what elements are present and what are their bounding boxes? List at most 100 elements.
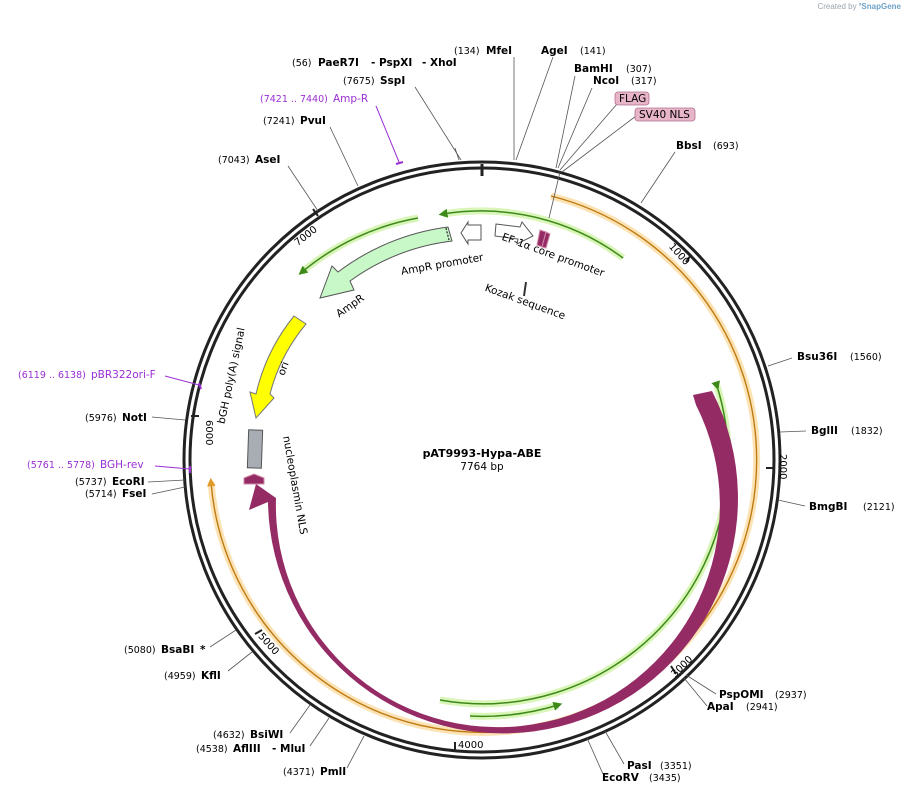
site-bmgbi-name: BmgBI xyxy=(809,501,847,513)
site-pspomi-pos: (2937) xyxy=(775,690,807,701)
site-pmli-pos: (4371) xyxy=(283,767,315,778)
site-leaders xyxy=(147,56,807,775)
site-asei-name: AseI xyxy=(255,154,280,166)
site-ecori-name: EcoRI xyxy=(112,476,145,488)
ampr-label: AmpR xyxy=(334,292,367,320)
leader-asei xyxy=(287,165,319,212)
primer-bgh-rev-range: (5761 .. 5778) xyxy=(27,460,95,471)
green-arc-top-line xyxy=(438,208,624,259)
site-bbsi-pos: (693) xyxy=(713,141,739,152)
flag-box xyxy=(614,91,650,106)
site-fsei-name: FseI xyxy=(122,488,146,500)
ori-arrow xyxy=(249,315,307,420)
site-bsiwi-pos: (4632) xyxy=(213,730,245,741)
site-bsabi-name: BsaBI xyxy=(161,644,194,656)
site-bsabi-pos: (5080) xyxy=(124,645,156,656)
site-bsiwi-name: BsiWI xyxy=(250,729,283,741)
site-apai-pos: (2941) xyxy=(746,702,778,713)
primer-pbr322-name: pBR322ori-F xyxy=(91,369,156,381)
leader-pmli xyxy=(346,735,365,769)
backbone-outer-ring xyxy=(182,160,782,760)
leader-bsabi xyxy=(209,629,237,648)
site-bsabi-star: * xyxy=(200,644,206,656)
site-bsu36i-name: Bsu36I xyxy=(797,351,837,363)
bgh-polya-label: bGH poly(A) signal xyxy=(216,327,248,425)
tick-7000-mark xyxy=(312,208,319,217)
tick-1000-mark xyxy=(685,254,692,263)
site-kfli-pos: (4959) xyxy=(164,671,196,682)
leader-pvui xyxy=(329,126,359,187)
site-ncoi-pos: (317) xyxy=(631,76,657,87)
site-mfei-name: MfeI xyxy=(486,45,512,57)
site-asei-pos: (7043) xyxy=(218,155,250,166)
site-ecorv-name: EcoRV xyxy=(602,772,640,784)
ampr-promoter-label: AmpR promoter xyxy=(400,251,485,277)
tick-5000-mark xyxy=(254,629,263,635)
site-apai-name: ApaI xyxy=(707,701,734,713)
ampr-arrow xyxy=(319,226,453,299)
ef1a-promoter-arrow xyxy=(494,221,534,245)
tick-4000-label: 4000 xyxy=(458,740,483,751)
ori-label: ori xyxy=(276,360,292,377)
green-arc-bottom-line xyxy=(469,702,563,718)
ampr-promoter-arrow xyxy=(460,220,482,246)
nls-tag-marks xyxy=(536,229,551,249)
leader-bbsi xyxy=(640,151,676,204)
site-paer7i-name: PaeR7I xyxy=(318,57,359,69)
leader-bsiwi xyxy=(289,704,311,734)
credit-brand: SnapGene xyxy=(861,2,901,11)
site-xhoi-name: - XhoI xyxy=(422,57,457,69)
kozak-feature: Kozak sequence xyxy=(483,281,567,322)
site-pspxi-name: - PspXI xyxy=(371,57,412,69)
tick-2000-label: 2000 xyxy=(777,454,788,479)
site-ecorv-pos: (3435) xyxy=(649,773,681,784)
tick-6000-label: 6000 xyxy=(203,420,214,445)
leader-bmgbi xyxy=(777,499,806,507)
leader-flag-feat xyxy=(548,171,561,219)
tick-3000-mark xyxy=(670,665,677,675)
snapgene-logo-icon: ❜ xyxy=(858,2,862,11)
leader-paer7i xyxy=(414,86,462,161)
flag-label: FLAG xyxy=(619,93,646,105)
site-paer7i-pos: (56) xyxy=(292,58,312,69)
site-bsu36i-pos: (1560) xyxy=(850,352,882,363)
ampr-feature: AmpR xyxy=(319,226,453,320)
site-pasi-pos: (3351) xyxy=(660,761,692,772)
primer-pbr322-range: (6119 .. 6138) xyxy=(18,370,86,381)
site-pspomi-name: PspOMI xyxy=(719,689,764,701)
leader-amp-r xyxy=(375,105,400,163)
site-pasi-name: PasI xyxy=(627,760,652,772)
site-sspi-name: SspI xyxy=(380,75,405,87)
green-orf-arcs xyxy=(298,207,732,720)
site-fsei-pos: (5714) xyxy=(85,489,117,500)
site-bbsi-name: BbsI xyxy=(676,140,702,152)
leader-flag xyxy=(559,103,618,171)
site-noti-name: NotI xyxy=(122,412,147,424)
plasmid-name: pAT9993-Hypa-ABE xyxy=(423,447,542,460)
site-kfli-name: KflI xyxy=(201,670,221,682)
cas9-feature: Cas9 xyxy=(249,391,738,734)
leader-pbr322 xyxy=(164,375,200,386)
sv40-nls-box xyxy=(634,107,696,122)
site-bglii-name: BglII xyxy=(811,425,838,437)
site-agei-name: AgeI xyxy=(541,45,568,57)
leader-apai xyxy=(683,677,708,707)
leader-ncoi xyxy=(557,87,593,169)
primer-marks xyxy=(189,161,404,473)
leader-noti xyxy=(151,416,186,421)
leader-pasi xyxy=(604,730,625,765)
orf-arc-left-line xyxy=(207,477,546,734)
site-bamhi-name: BamHI xyxy=(574,63,613,75)
site-sspi-pos: (7675) xyxy=(343,76,375,87)
primer-labels: (7421 .. 7440) Amp-R (6119 .. 6138) pBR3… xyxy=(18,93,368,471)
leader-sv40 xyxy=(561,115,637,173)
leader-bgh xyxy=(154,465,191,470)
leader-kfli xyxy=(227,651,253,672)
ori-feature: ori xyxy=(249,315,307,420)
site-pmli-name: PmlI xyxy=(320,766,346,778)
green-arc-upper-left-line xyxy=(298,217,419,275)
credit-prefix: Created by xyxy=(817,2,857,11)
primer-amp-r-range: (7421 .. 7440) xyxy=(260,94,328,105)
site-afliii-pos: (4538) xyxy=(196,744,228,755)
